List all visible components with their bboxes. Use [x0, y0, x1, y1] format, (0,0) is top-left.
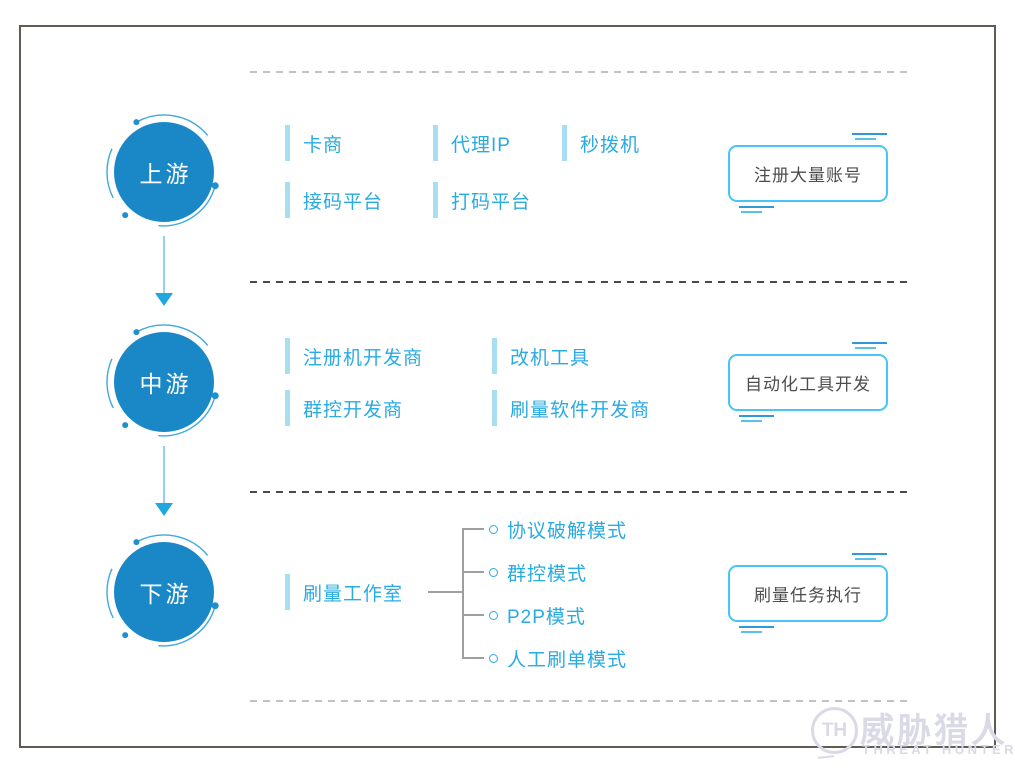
- tree-branch-line: [462, 571, 484, 573]
- branch-protocol-crack-mode: 协议破解模式: [489, 510, 627, 548]
- threat-hunter-logo-icon: TH: [811, 707, 858, 754]
- circle-bullet-icon: [489, 653, 498, 663]
- circle-bullet-icon: [489, 610, 498, 620]
- item-proxy-ip: 代理IP: [433, 124, 511, 162]
- separator-midstream-downstream: [250, 491, 913, 493]
- logo-underline: [817, 755, 835, 759]
- watermark-brand-en: THREAT HUNTER: [862, 742, 1015, 757]
- down-arrow-line: [163, 446, 165, 503]
- tree-branch-line: [462, 528, 484, 530]
- down-arrow-icon: [155, 293, 173, 306]
- item-bar: [285, 338, 290, 374]
- separator-bottom: [250, 700, 913, 702]
- item-captcha-platform: 打码平台: [433, 181, 531, 219]
- item-sms-platform: 接码平台: [285, 181, 383, 219]
- speed-dash: [741, 631, 762, 633]
- item-label: 刷量工作室: [303, 583, 404, 605]
- output-box-downstream: 刷量任务执行: [728, 565, 888, 622]
- item-label: 接码平台: [303, 191, 384, 213]
- speed-dash: [739, 415, 774, 417]
- output-box-upstream: 注册大量账号: [728, 145, 888, 202]
- speed-dash: [739, 626, 774, 628]
- item-register-machine-dev: 注册机开发商: [285, 337, 423, 375]
- item-bar: [285, 182, 290, 218]
- item-label: 改机工具: [510, 347, 591, 369]
- branch-label: 群控模式: [507, 563, 588, 585]
- circle-midstream: 中游: [114, 332, 214, 432]
- item-card-merchant: 卡商: [285, 124, 343, 162]
- branch-label: 人工刷单模式: [507, 649, 628, 671]
- speed-dash: [741, 420, 762, 422]
- tree-trunk: [462, 528, 464, 658]
- tier-circle-upstream: 上游: [94, 102, 234, 242]
- tier-label: 下游: [139, 581, 192, 607]
- separator-upstream-midstream: [250, 281, 913, 283]
- item-label: 代理IP: [451, 134, 511, 156]
- branch-label: 协议破解模式: [507, 520, 628, 542]
- item-bar: [285, 125, 290, 161]
- item-group-control-dev: 群控开发商: [285, 389, 403, 427]
- item-volume-studio: 刷量工作室: [285, 573, 403, 611]
- item-bar: [433, 125, 438, 161]
- circle-arc-decoration: [106, 114, 219, 227]
- item-bar: [285, 390, 290, 426]
- item-bar: [492, 390, 497, 426]
- tier-circle-downstream: 下游: [94, 522, 234, 662]
- speed-dash: [741, 211, 762, 213]
- tier-label: 上游: [139, 161, 192, 187]
- circle-bullet-icon: [489, 524, 498, 534]
- output-box-label: 自动化工具开发: [745, 375, 871, 394]
- separator-top: [250, 71, 913, 73]
- tree-branch-line: [462, 657, 484, 659]
- item-label: 群控开发商: [303, 399, 404, 421]
- tier-circle-midstream: 中游: [94, 312, 234, 452]
- down-arrow-icon: [155, 503, 173, 516]
- branch-group-control-mode: 群控模式: [489, 553, 587, 591]
- tier-label: 中游: [139, 371, 192, 397]
- speed-dash: [852, 553, 887, 555]
- item-bar: [492, 338, 497, 374]
- item-label: 刷量软件开发商: [510, 399, 651, 421]
- outer-frame: [19, 25, 996, 748]
- item-dial-up-machine: 秒拨机: [562, 124, 640, 162]
- logo-monogram: TH: [821, 719, 848, 741]
- circle-arc-decoration: [106, 324, 219, 437]
- output-box-label: 注册大量账号: [754, 166, 862, 185]
- item-label: 打码平台: [451, 191, 532, 213]
- tree-branch-line: [462, 614, 484, 616]
- down-arrow-line: [163, 236, 165, 293]
- branch-manual-order-mode: 人工刷单模式: [489, 639, 627, 677]
- watermark-brand-cn: 威胁猎人: [860, 712, 1008, 750]
- speed-dash: [739, 206, 774, 208]
- item-volume-software-dev: 刷量软件开发商: [492, 389, 650, 427]
- item-label: 注册机开发商: [303, 347, 424, 369]
- branch-p2p-mode: P2P模式: [489, 596, 586, 634]
- speed-dash: [855, 347, 876, 349]
- item-bar: [433, 182, 438, 218]
- item-device-mod-tool: 改机工具: [492, 337, 590, 375]
- circle-bullet-icon: [489, 567, 498, 577]
- speed-dash: [852, 133, 887, 135]
- speed-dash: [855, 138, 876, 140]
- item-bar: [285, 574, 290, 610]
- branch-label: P2P模式: [507, 606, 586, 628]
- item-bar: [562, 125, 567, 161]
- output-box-midstream: 自动化工具开发: [728, 354, 888, 411]
- circle-upstream: 上游: [114, 122, 214, 222]
- circle-arc-decoration: [106, 534, 219, 647]
- speed-dash: [855, 558, 876, 560]
- speed-dash: [852, 342, 887, 344]
- tree-root-connector: [428, 591, 463, 593]
- output-box-label: 刷量任务执行: [754, 586, 862, 605]
- circle-downstream: 下游: [114, 542, 214, 642]
- item-label: 秒拨机: [580, 134, 641, 156]
- item-label: 卡商: [303, 134, 344, 156]
